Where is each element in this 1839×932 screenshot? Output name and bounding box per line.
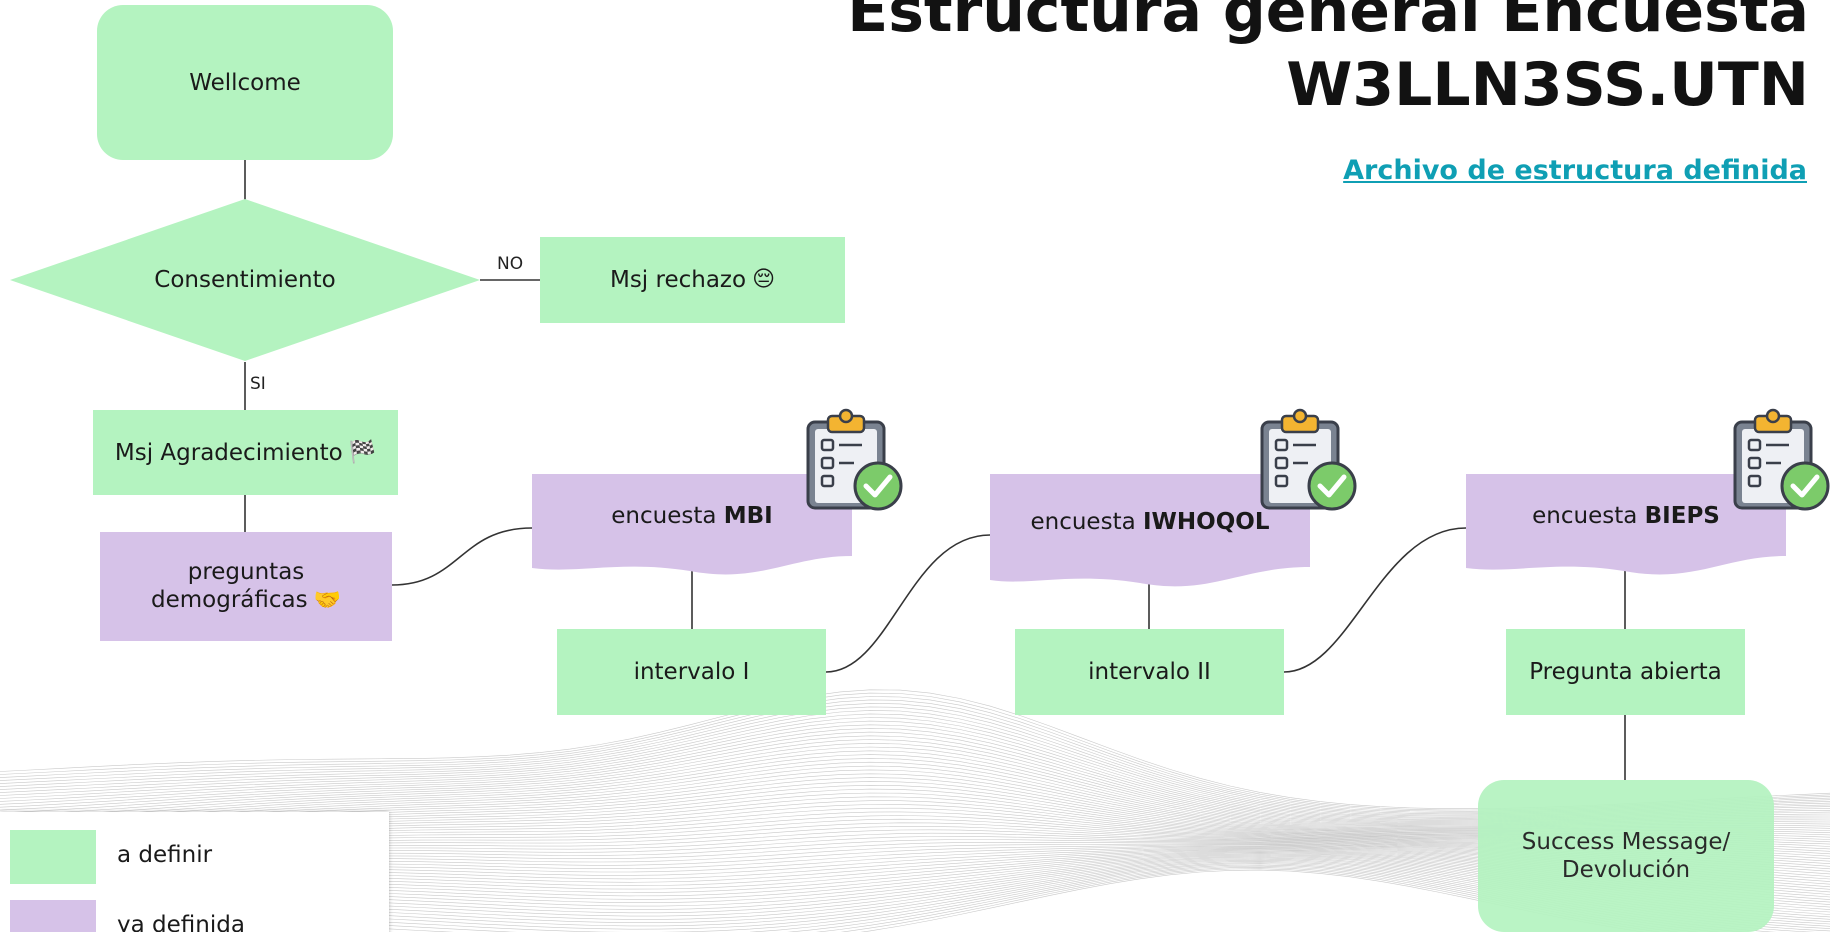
success-node: Success Message/ Devolución xyxy=(1478,780,1774,932)
interval2-node: intervalo II xyxy=(1015,629,1284,715)
reject-node: Msj rechazo 😔 xyxy=(540,237,845,323)
interval2-label: intervalo II xyxy=(1088,659,1211,685)
structure-file-link[interactable]: Archivo de estructura definida xyxy=(1343,155,1807,186)
legend-swatch-green xyxy=(10,830,96,884)
consent-node: Consentimiento xyxy=(10,199,480,361)
reject-label: Msj rechazo xyxy=(609,267,747,293)
sad-face-icon: 😔 xyxy=(752,267,776,292)
bieps-doc-shape xyxy=(1466,474,1786,575)
survey-bieps-node: encuesta BIEPS xyxy=(1466,496,1786,536)
survey-bieps-prefix: encuesta xyxy=(1532,503,1638,529)
open-question-node: Pregunta abierta xyxy=(1506,629,1745,715)
success-label-line1: Success Message/ xyxy=(1521,829,1731,855)
survey-iwhoqol-node: encuesta IWHOQOL xyxy=(990,502,1310,542)
edge-demo-mbi xyxy=(391,527,533,586)
survey-iwhoqol-name: IWHOQOL xyxy=(1143,509,1270,535)
edge-interval1-iwhoqol xyxy=(825,534,991,673)
consent-diamond-shape xyxy=(10,199,480,361)
edge-label-no: NO xyxy=(497,254,524,274)
page-title-line2: W3LLN3SS.UTN xyxy=(1286,50,1809,120)
survey-iwhoqol-prefix: encuesta xyxy=(1030,509,1136,535)
consent-label: Consentimiento xyxy=(154,267,336,293)
open-question-label: Pregunta abierta xyxy=(1529,659,1722,685)
page-title-line1: Estructura general Encuesta xyxy=(847,0,1809,46)
iwhoqol-doc-shape xyxy=(990,474,1310,587)
success-label-line2: Devolución xyxy=(1561,857,1691,883)
legend-label-a-definir: a definir xyxy=(117,842,213,868)
edge-label-si: SI xyxy=(250,374,266,394)
demographics-label-line1: preguntas xyxy=(187,559,305,585)
interval1-node: intervalo I xyxy=(557,629,826,715)
survey-bieps-name: BIEPS xyxy=(1644,503,1720,529)
mbi-doc-shape xyxy=(532,474,852,575)
legend: a definir ya definida xyxy=(0,812,389,932)
welcome-label: Wellcome xyxy=(189,69,301,96)
survey-mbi-name: MBI xyxy=(723,503,773,529)
survey-mbi-node: encuesta MBI xyxy=(532,496,852,536)
clipboard-check-icon xyxy=(1262,410,1355,509)
handshake-icon: 🤝 xyxy=(313,588,341,613)
welcome-node: Wellcome xyxy=(97,5,393,160)
legend-swatch-purple xyxy=(10,900,96,932)
interval1-label: intervalo I xyxy=(633,659,750,685)
clipboard-check-icon xyxy=(1735,410,1828,509)
edge-interval2-bieps xyxy=(1283,527,1467,673)
legend-label-ya-definida: ya definida xyxy=(117,912,245,932)
demographics-node: preguntas demográficas🤝 xyxy=(100,532,392,641)
clipboard-check-icon xyxy=(808,410,901,509)
survey-mbi-prefix: encuesta xyxy=(611,503,717,529)
demographics-label-line2: demográficas xyxy=(151,587,308,613)
checkered-flag-icon: 🏁 xyxy=(348,439,377,465)
thanks-label: Msj Agradecimiento xyxy=(114,439,343,466)
thanks-node: Msj Agradecimiento 🏁 xyxy=(93,410,398,495)
